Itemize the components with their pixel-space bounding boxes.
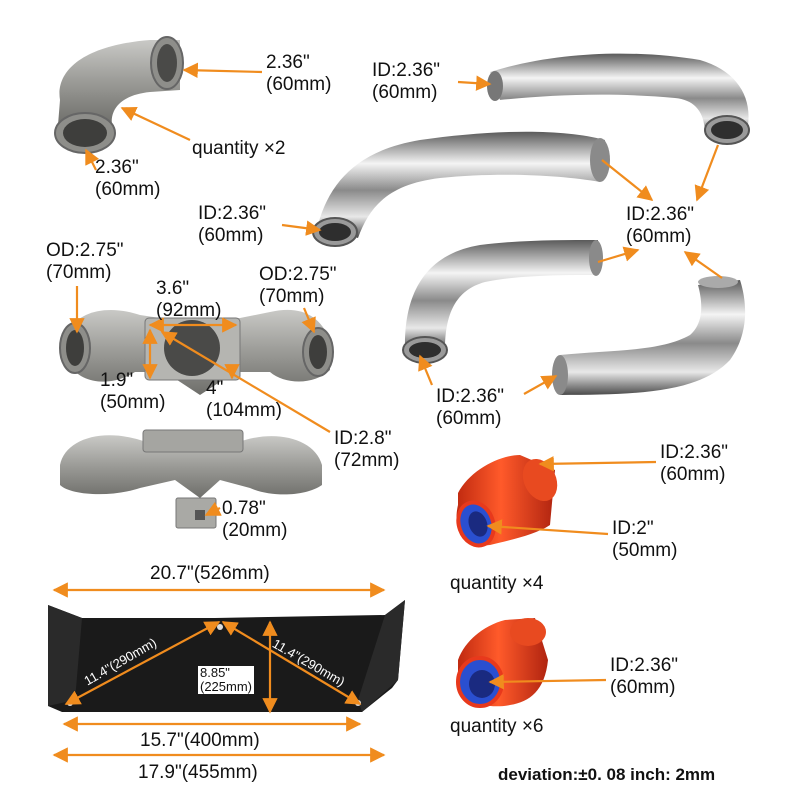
reducer-large-label: ID:2.36" (60mm) <box>660 442 728 486</box>
cast-elbow <box>54 36 184 154</box>
pipe-j-bend-mm: (60mm) <box>436 408 502 429</box>
tee-center-id-label: ID:2.8" (72mm) <box>334 428 399 472</box>
plate-inner-width: 15.7"(400mm) <box>140 730 260 751</box>
plate-top-width: 20.7"(526mm) <box>150 563 270 584</box>
tee-flange-width-label: 3.6" (92mm) <box>156 278 221 322</box>
chrome-pipe-top-right <box>487 53 750 145</box>
pipe-long-bend-id: ID:2.36" <box>198 203 267 224</box>
plate-bottom-width: 17.9"(455mm) <box>138 762 258 783</box>
tee-flange-height-label: 1.9" (50mm) <box>100 370 165 414</box>
tee-flange-width: 3.6" <box>156 278 190 299</box>
chrome-pipe-j-bend <box>402 240 603 364</box>
pipe-j-bend-label: ID:2.36" (60mm) <box>436 386 504 430</box>
chrome-pipe-s-bend <box>552 276 746 395</box>
pipe-j-bend-id: ID:2.36" <box>436 386 505 407</box>
pipe-top-right-label: ID:2.36" (60mm) <box>372 60 440 104</box>
pipe-top-right-id: ID:2.36" <box>372 60 441 81</box>
reducer-quantity: quantity ×4 <box>450 573 544 594</box>
tee-flange-outer: 4" <box>206 378 224 399</box>
tee-tab-mm: (20mm) <box>222 520 288 541</box>
elbow-port-a-in: 2.36" <box>266 52 310 73</box>
tee-od-left: OD:2.75" <box>46 240 124 261</box>
straight-coupler-label: ID:2.36" (60mm) <box>610 655 678 699</box>
silicone-coupler <box>456 618 548 708</box>
pipe-shared-mm: (60mm) <box>626 226 692 247</box>
elbow-quantity: quantity ×2 <box>192 138 286 159</box>
tee-flange-height: 1.9" <box>100 370 134 391</box>
tee-od-right: OD:2.75" <box>259 264 337 285</box>
tee-od-left-mm: (70mm) <box>46 262 112 283</box>
elbow-port-b-in: 2.36" <box>95 157 139 178</box>
dimension-arrows <box>52 62 723 763</box>
reducer-large-id: ID:2.36" <box>660 442 729 463</box>
deviation-note: deviation:±0. 08 inch: 2mm <box>498 765 716 784</box>
plate-height-mm: (225mm) <box>200 679 253 694</box>
tee-flange-width-mm: (92mm) <box>156 300 222 321</box>
silicone-reducer <box>456 455 558 548</box>
elbow-port-b-mm: (60mm) <box>95 179 161 200</box>
pipe-top-right-mm: (60mm) <box>372 82 438 103</box>
tee-manifold-side <box>60 429 322 529</box>
tee-od-right-label: OD:2.75" (70mm) <box>259 264 337 308</box>
tee-flange-height-mm: (50mm) <box>100 392 166 413</box>
tee-flange-outer-label: 4" (104mm) <box>206 378 282 422</box>
elbow-port-a-label: 2.36" (60mm) <box>266 52 331 96</box>
tee-tab: 0.78" <box>222 498 266 519</box>
plate-height-label: 8.85" (225mm) <box>198 665 255 694</box>
plate-height-in: 8.85" <box>200 665 230 680</box>
reducer-small-label: ID:2" (50mm) <box>612 518 677 562</box>
elbow-port-b-label: 2.36" (60mm) <box>95 157 160 201</box>
tee-od-right-mm: (70mm) <box>259 286 325 307</box>
pipe-long-bend-label: ID:2.36" (60mm) <box>198 203 266 247</box>
tee-flange-outer-mm: (104mm) <box>206 400 283 421</box>
pipe-shared-id: ID:2.36" <box>626 204 695 225</box>
straight-coupler-mm: (60mm) <box>610 677 676 698</box>
heat-shield-plate <box>48 600 405 712</box>
tee-center-id-mm: (72mm) <box>334 450 400 471</box>
chrome-pipe-long-bend <box>312 131 610 247</box>
pipe-long-bend-mm: (60mm) <box>198 225 264 246</box>
reducer-large-mm: (60mm) <box>660 464 726 485</box>
reducer-small-id: ID:2" <box>612 518 654 539</box>
pipe-shared-label: ID:2.36" (60mm) <box>626 204 694 248</box>
reducer-small-mm: (50mm) <box>612 540 678 561</box>
tee-center-id: ID:2.8" <box>334 428 392 449</box>
straight-coupler-id: ID:2.36" <box>610 655 679 676</box>
tee-tab-label: 0.78" (20mm) <box>222 498 287 542</box>
straight-coupler-quantity: quantity ×6 <box>450 716 544 737</box>
tee-od-left-label: OD:2.75" (70mm) <box>46 240 124 284</box>
elbow-port-a-mm: (60mm) <box>266 74 332 95</box>
